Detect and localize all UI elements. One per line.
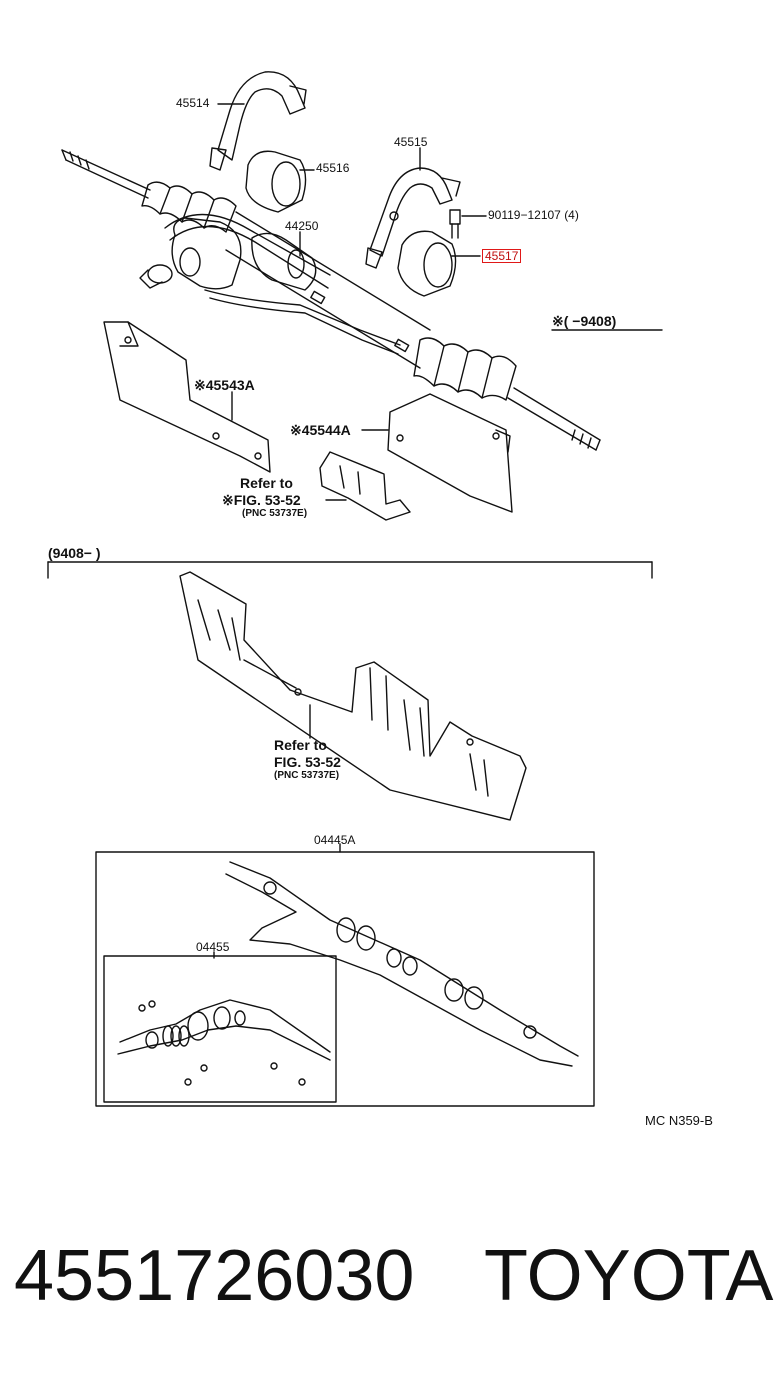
- label-45517-highlighted: 45517: [482, 249, 522, 263]
- label-45543a: ※45543A: [194, 377, 255, 393]
- label-refer2-line1: Refer to: [274, 737, 327, 753]
- label-refer1-line1: Refer to: [240, 475, 293, 491]
- gasket-kit-box: [96, 852, 594, 1106]
- label-range-mid: (9408− ): [48, 545, 101, 561]
- seal-kit-outline: [118, 1000, 330, 1085]
- shield-45543a: [104, 322, 270, 472]
- bushing-45517: [398, 231, 456, 296]
- label-04445a: 04445A: [314, 833, 356, 847]
- part-number: 4551726030: [14, 1236, 415, 1316]
- label-45516: 45516: [316, 161, 350, 175]
- undercover-53737e: [180, 572, 526, 820]
- label-refer1-line2: ※FIG. 53-52: [222, 492, 301, 508]
- bracket-45514: [210, 72, 306, 170]
- label-refer1-line3: (PNC 53737E): [242, 508, 308, 519]
- label-45544a: ※45544A: [290, 422, 351, 438]
- seal-kit-box: [104, 956, 336, 1102]
- brand-name: TOYOTA: [484, 1236, 774, 1316]
- label-04455: 04455: [196, 940, 230, 954]
- label-45514: 45514: [176, 96, 210, 110]
- bolt-90119: [450, 210, 460, 238]
- label-44250: 44250: [285, 219, 319, 233]
- label-45515: 45515: [394, 135, 428, 149]
- label-refer2-line2: FIG. 53-52: [274, 754, 341, 770]
- label-90119: 90119−12107 (4): [488, 208, 579, 222]
- shield-45544a: [388, 394, 512, 512]
- rack-housing-outline: [226, 862, 578, 1066]
- steering-rack-assembly: [62, 150, 600, 450]
- label-refer2-line3: (PNC 53737E): [274, 770, 340, 781]
- diagram-code: MC N359-B: [645, 1113, 713, 1128]
- bushing-45516: [246, 151, 306, 212]
- bracket-45515: [366, 168, 460, 268]
- bracket-53737e-a: [320, 452, 410, 520]
- label-range-top: ※( −9408): [552, 313, 617, 329]
